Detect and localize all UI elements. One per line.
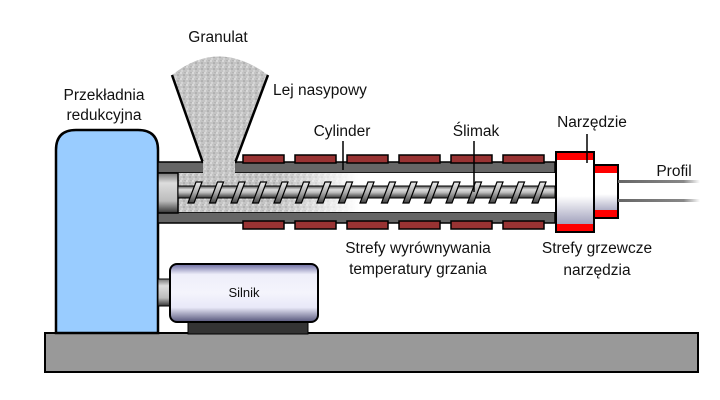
- label-strefy-wyr-2: temperatury grzania: [349, 261, 487, 278]
- screw-flight: [187, 181, 203, 204]
- label-granulat: Granulat: [188, 29, 248, 46]
- coupling: [157, 172, 179, 214]
- screw-flights: [187, 181, 547, 204]
- label-cylinder: Cylinder: [314, 123, 371, 140]
- hopper-left-wall: [170, 74, 205, 164]
- hopper-throat: [203, 161, 235, 175]
- heater-band-top: [450, 154, 493, 164]
- die-heater-top: [557, 153, 593, 160]
- label-strefy-grz-2: narzędzia: [563, 262, 631, 279]
- screw-flight: [380, 181, 397, 204]
- heater-band-top: [398, 154, 441, 164]
- heater-band-bottom: [242, 220, 285, 230]
- heater-band-top: [294, 154, 337, 164]
- die-nozzle-heater-bottom: [595, 210, 617, 217]
- screw-flight: [208, 181, 225, 204]
- heater-band-bottom: [294, 220, 337, 230]
- screw-flight: [445, 181, 461, 204]
- heater-band-top: [502, 154, 545, 164]
- machine-base: [44, 332, 699, 373]
- heater-band-bottom: [450, 220, 493, 230]
- label-profil: Profil: [656, 163, 691, 180]
- barrel-heater-bands: [242, 154, 545, 230]
- screw-flight: [531, 181, 547, 204]
- screw-flight: [402, 181, 418, 204]
- heater-band-bottom: [346, 220, 389, 230]
- screw-flight: [337, 181, 354, 204]
- hopper-right-wall: [233, 74, 270, 164]
- screw-flight: [316, 181, 332, 204]
- screw-flight: [251, 181, 268, 204]
- die-heater-bottom: [557, 224, 593, 231]
- profile-bottom: [618, 199, 700, 202]
- screw-flight: [359, 181, 375, 204]
- die-main: [555, 151, 595, 233]
- motor: [169, 263, 319, 323]
- hopper: [172, 56, 268, 175]
- gearbox: [54, 128, 160, 335]
- heater-band-top: [242, 154, 285, 164]
- screw-flight: [488, 181, 504, 204]
- screw-flight: [509, 181, 526, 204]
- screw-flight: [423, 181, 440, 204]
- screw-flight: [294, 181, 311, 204]
- die-nozzle: [593, 164, 619, 219]
- heater-band-top: [346, 154, 389, 164]
- label-strefy-grz-1: Strefy grzewcze: [542, 240, 652, 257]
- label-przekladnia-1: Przekładnia: [64, 87, 145, 104]
- heater-band-bottom: [502, 220, 545, 230]
- label-przekladnia-2: redukcyjna: [67, 107, 142, 124]
- label-narzedzie: Narzędzie: [557, 114, 627, 131]
- motor-label: Silnik: [228, 285, 260, 300]
- screw-flight: [466, 181, 483, 204]
- label-slimak: Ślimak: [453, 122, 500, 140]
- heater-band-bottom: [398, 220, 441, 230]
- screw-flight: [230, 181, 246, 204]
- die-nozzle-heater-top: [595, 166, 617, 173]
- label-strefy-wyr-1: Strefy wyrównywania: [345, 240, 491, 257]
- profile-top: [618, 180, 700, 183]
- label-lej-nasypowy: Lej nasypowy: [273, 82, 367, 99]
- screw-flight: [273, 181, 289, 204]
